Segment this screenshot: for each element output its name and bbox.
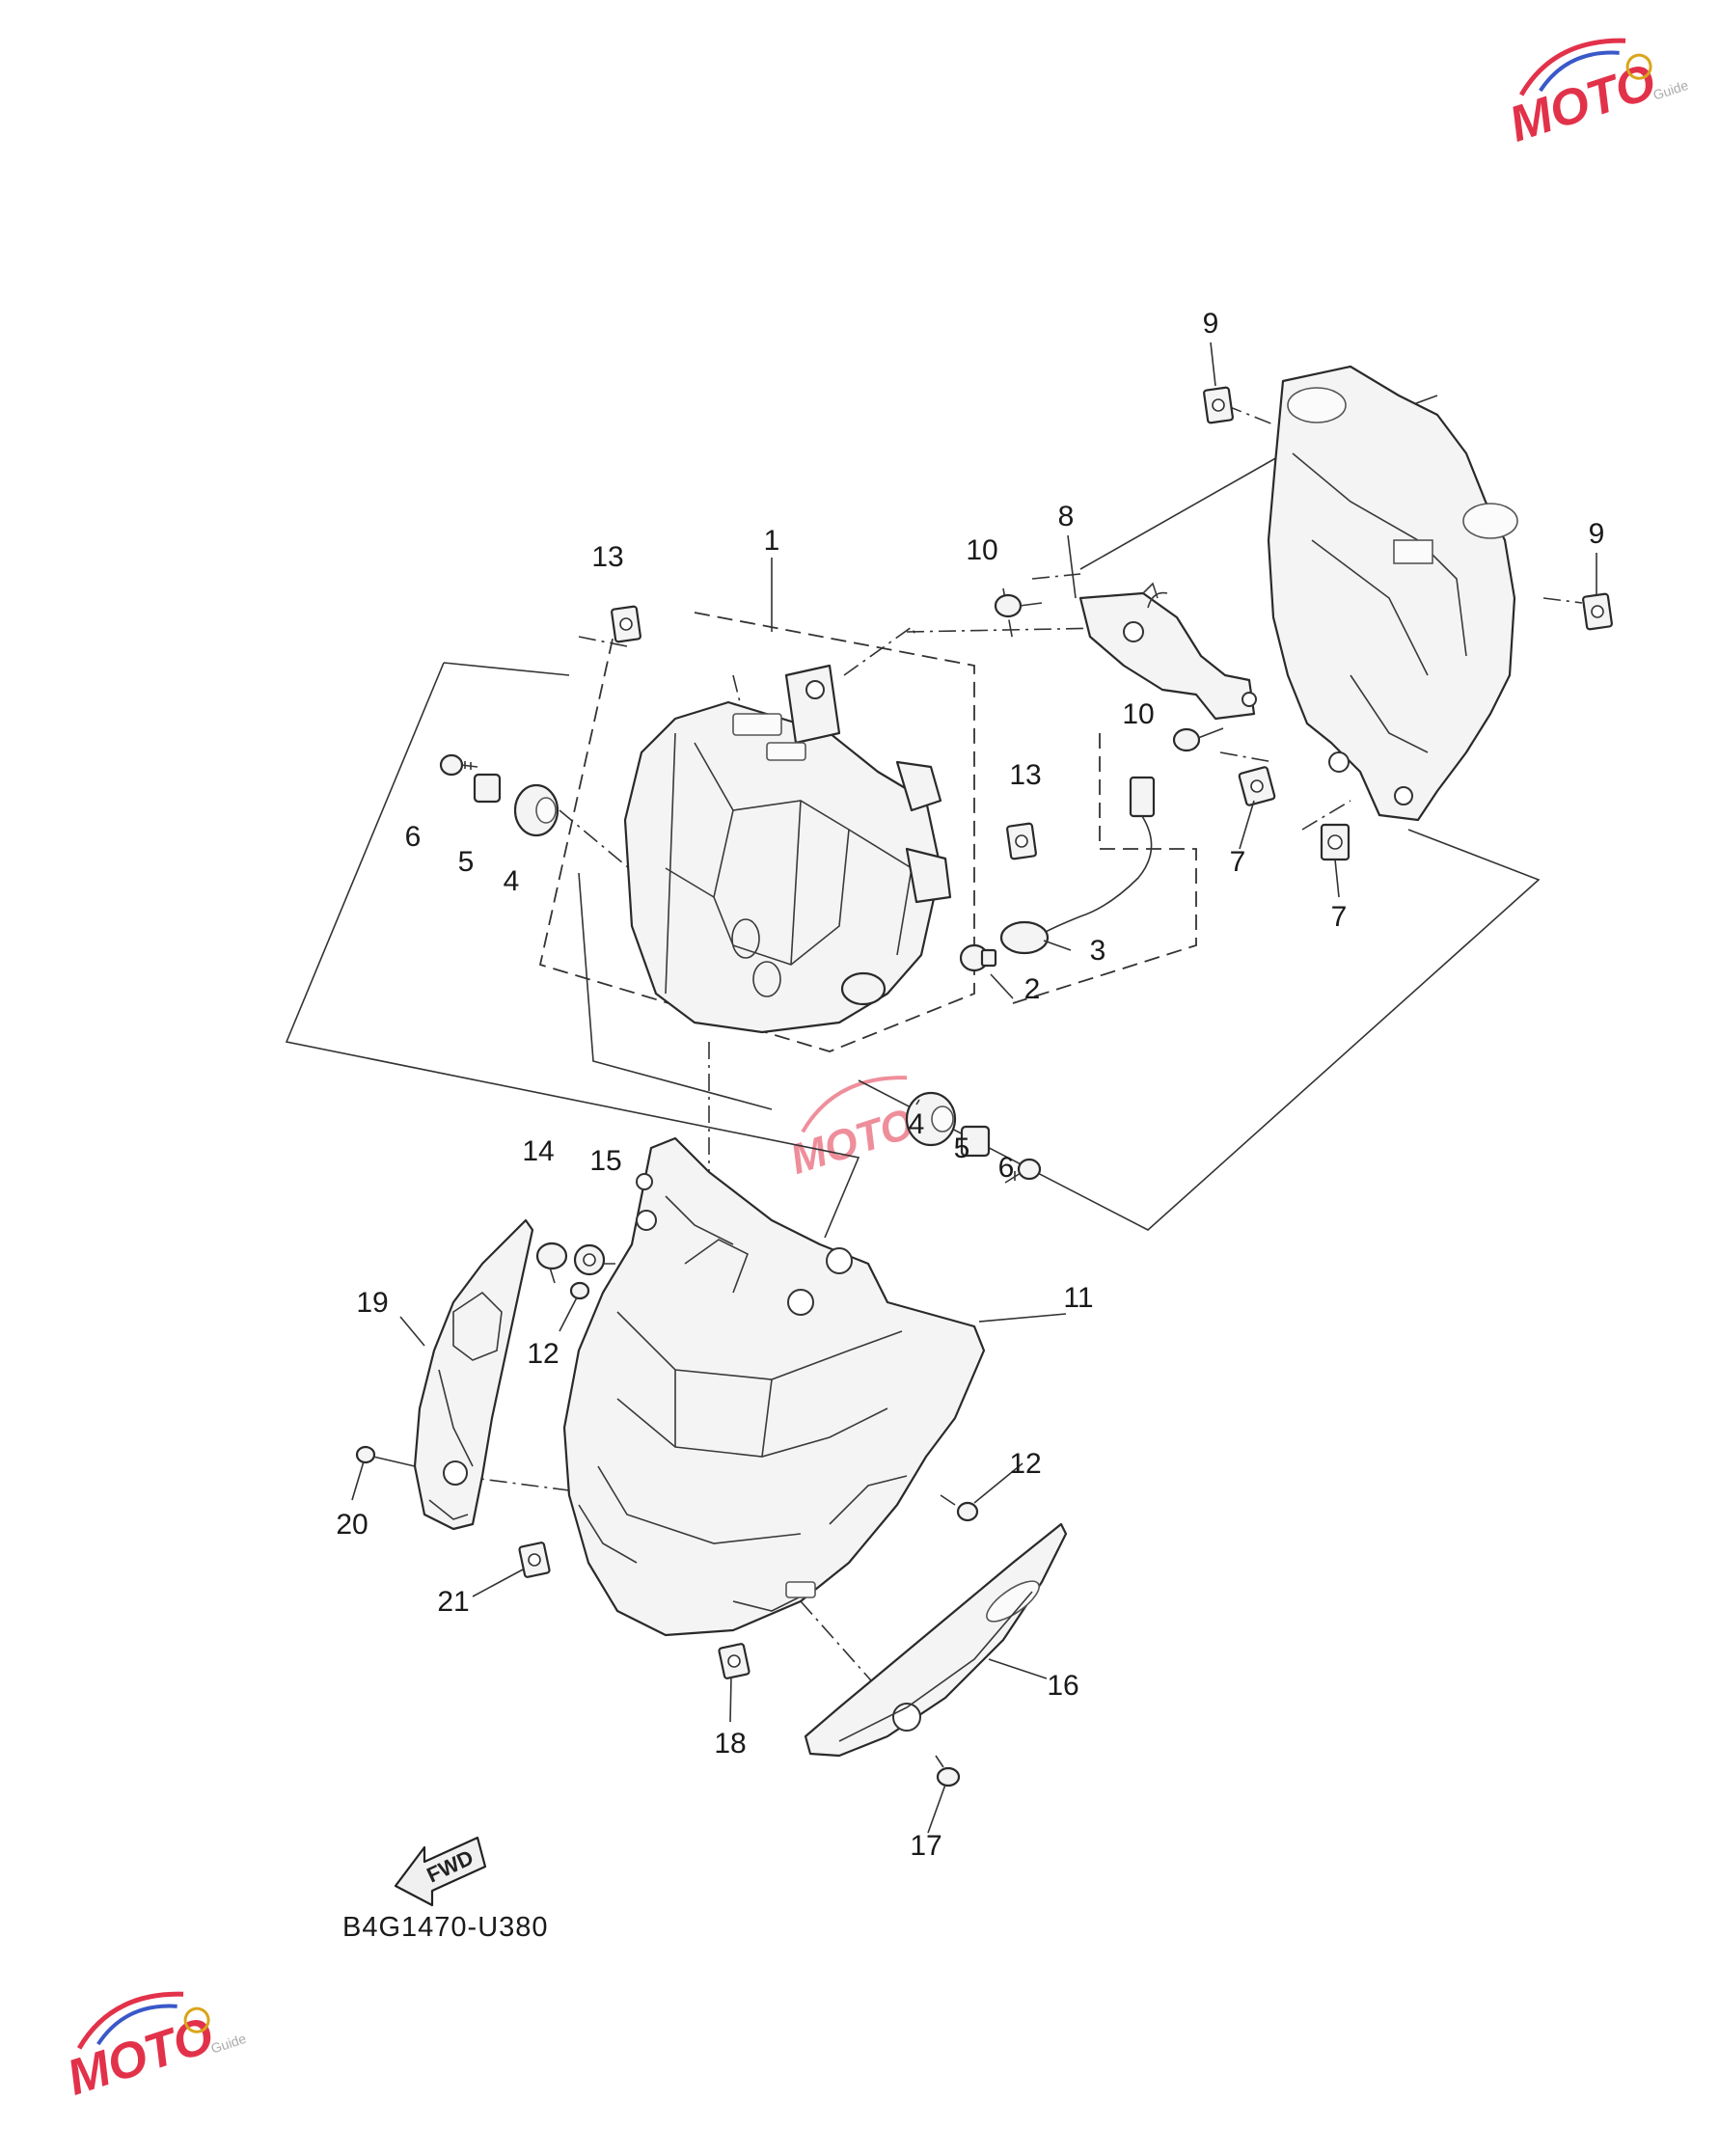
callout-1: 1 xyxy=(764,525,780,557)
callout-7a: 7 xyxy=(1230,846,1246,878)
part-nut-9b xyxy=(1582,592,1613,631)
callout-18: 18 xyxy=(714,1728,746,1760)
part-screw-20 xyxy=(355,1445,416,1467)
callout-10a: 10 xyxy=(966,534,997,566)
part-clip-21 xyxy=(518,1542,551,1578)
callout-9a: 9 xyxy=(1203,308,1219,340)
part-inner-panel xyxy=(1267,365,1518,822)
callout-16: 16 xyxy=(1047,1670,1078,1702)
part-washer-15 xyxy=(573,1243,606,1276)
callout-8: 8 xyxy=(1058,501,1075,532)
part-side-panel xyxy=(413,1218,534,1531)
part-bolt-14 xyxy=(535,1242,568,1284)
part-headlight-assembly xyxy=(623,664,952,1034)
part-lower-panel xyxy=(804,1522,1068,1758)
part-clip-7a xyxy=(1238,766,1276,806)
watermark-logo-bottom: MOTO Guide xyxy=(61,1991,249,2107)
leader-lines xyxy=(351,341,1597,1834)
part-bolt-10b xyxy=(1172,727,1224,752)
callout-5b: 5 xyxy=(954,1133,970,1164)
callout-4b: 4 xyxy=(909,1108,925,1140)
reference-lines xyxy=(285,395,1583,1689)
part-bolt-10a xyxy=(994,593,1043,618)
part-bracket xyxy=(1078,582,1257,721)
callout-12a: 12 xyxy=(527,1338,559,1370)
callout-5a: 5 xyxy=(458,846,475,878)
part-grommet-4b xyxy=(905,1091,957,1147)
part-screw-6b xyxy=(1004,1158,1042,1184)
part-screw-12b xyxy=(940,1494,979,1522)
gear-icon xyxy=(183,2006,210,2033)
watermark-subtext-bottom: Guide xyxy=(209,2031,249,2057)
part-bulb xyxy=(959,943,997,972)
callout-20: 20 xyxy=(336,1509,368,1541)
callout-labels: 1 2 3 4 4 5 5 6 6 7 7 8 9 9 10 10 11 12 … xyxy=(336,308,1604,1862)
part-screw-12a xyxy=(569,1281,590,1300)
part-screw-6a xyxy=(439,753,478,777)
callout-19: 19 xyxy=(356,1287,388,1319)
callout-3: 3 xyxy=(1090,935,1106,967)
part-collar-5a xyxy=(473,773,502,804)
callout-9b: 9 xyxy=(1589,518,1605,550)
part-nut-13a xyxy=(611,605,641,643)
watermark-text-top: MOTO xyxy=(1503,54,1662,153)
part-bulb-socket xyxy=(999,776,1156,955)
part-nut-13b xyxy=(1006,822,1037,860)
callout-4a: 4 xyxy=(504,865,520,897)
callout-15: 15 xyxy=(589,1145,621,1177)
callout-7b: 7 xyxy=(1331,901,1348,933)
part-screw-17 xyxy=(935,1755,961,1788)
drawing-code: B4G1470-U380 xyxy=(342,1912,549,1943)
callout-12b: 12 xyxy=(1009,1448,1041,1480)
watermark-logo-top: MOTO Guide xyxy=(1503,38,1691,153)
callout-17: 17 xyxy=(910,1830,941,1862)
part-grommet-4a xyxy=(513,783,559,837)
gear-icon xyxy=(1625,53,1652,80)
callout-6b: 6 xyxy=(998,1152,1015,1184)
callout-6a: 6 xyxy=(405,821,422,853)
part-front-cowling xyxy=(562,1136,986,1637)
callout-13b: 13 xyxy=(1009,759,1041,791)
callout-2: 2 xyxy=(1024,973,1041,1005)
watermark-logo-center: MOTO xyxy=(784,1076,919,1184)
callout-11: 11 xyxy=(1063,1282,1093,1314)
part-clip-7b xyxy=(1320,823,1351,861)
part-collar-5b xyxy=(960,1125,991,1158)
watermark-subtext-top: Guide xyxy=(1651,77,1691,103)
part-nut-9a xyxy=(1203,386,1234,424)
callout-14: 14 xyxy=(522,1135,554,1167)
callout-10b: 10 xyxy=(1122,698,1154,730)
watermark-text-bottom: MOTO xyxy=(61,2007,220,2107)
callout-21: 21 xyxy=(437,1586,469,1618)
callout-13a: 13 xyxy=(591,541,623,573)
fwd-arrow-icon: FWD xyxy=(394,1836,487,1907)
part-clip-18 xyxy=(718,1643,750,1679)
